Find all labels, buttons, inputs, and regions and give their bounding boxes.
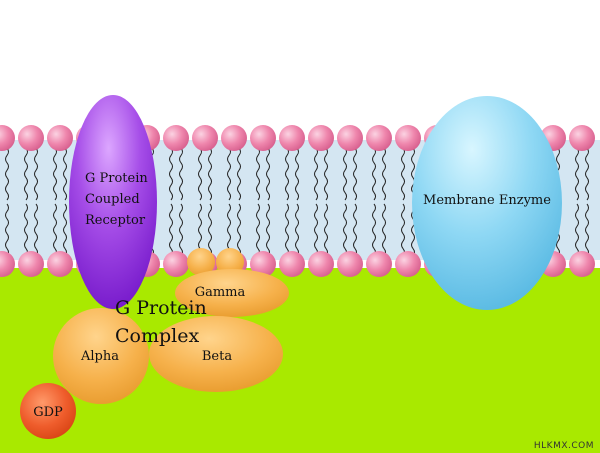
beta-label: Beta [202, 349, 232, 364]
lipid-tail-inner [314, 203, 318, 257]
lipid-tail-outer [585, 147, 589, 201]
phospholipid-head-outer [569, 125, 595, 151]
lipid-tail-inner [169, 203, 173, 257]
phospholipid-head-inner [279, 251, 305, 277]
phospholipid-head-outer [337, 125, 363, 151]
gamma-subunit [175, 269, 289, 317]
lipid-tail-inner [24, 203, 28, 257]
gdp-molecule [20, 383, 76, 439]
lipid-tail-outer [372, 147, 376, 201]
lipid-tail-inner [585, 203, 589, 257]
lipid-tail-inner [208, 203, 212, 257]
lipid-tail-inner [295, 203, 299, 257]
lipid-tail-outer [324, 147, 328, 201]
lipid-tail-outer [63, 147, 67, 201]
phospholipid-head-inner [18, 251, 44, 277]
lipid-tail-outer [53, 147, 57, 201]
lipid-tail-inner [575, 203, 579, 257]
alpha-label: Alpha [80, 349, 119, 364]
lipid-tail-outer [24, 147, 28, 201]
lipid-tail-outer [575, 147, 579, 201]
gamma-subunit-lobe-left [187, 248, 215, 276]
phospholipid-head-outer [279, 125, 305, 151]
phospholipid-head-inner [0, 251, 15, 277]
lipid-tail-outer [208, 147, 212, 201]
lipid-tail-outer [314, 147, 318, 201]
phospholipid-head-inner [366, 251, 392, 277]
phospholipid-head-outer [308, 125, 334, 151]
lipid-tail-outer [256, 147, 260, 201]
lipid-tail-inner [324, 203, 328, 257]
lipid-tail-outer [227, 147, 231, 201]
lipid-tail-inner [34, 203, 38, 257]
lipid-tail-inner [5, 203, 9, 257]
phospholipid-head-inner [47, 251, 73, 277]
lipid-tail-inner [382, 203, 386, 257]
lipid-tail-outer [237, 147, 241, 201]
phospholipid-head-outer [366, 125, 392, 151]
phospholipid-head-outer [221, 125, 247, 151]
gdp-label: GDP [33, 405, 63, 420]
phospholipid-head-inner [250, 251, 276, 277]
lipid-tail-outer [34, 147, 38, 201]
lipid-tail-inner [63, 203, 67, 257]
membrane-enzyme-label: Membrane Enzyme [423, 193, 551, 208]
lipid-tail-inner [353, 203, 357, 257]
phospholipid-head-outer [395, 125, 421, 151]
receptor-label-line3: Receptor [85, 213, 146, 228]
lipid-tail-outer [169, 147, 173, 201]
phospholipid-head-outer [47, 125, 73, 151]
g-protein-coupled-receptor [69, 95, 157, 309]
complex-label-line1: G Protein [115, 297, 207, 319]
lipid-tail-inner [266, 203, 270, 257]
gamma-label: Gamma [195, 285, 246, 300]
lipid-tail-inner [237, 203, 241, 257]
phospholipid-head-inner [395, 251, 421, 277]
phospholipid-head-inner [308, 251, 334, 277]
phospholipid-head-outer [250, 125, 276, 151]
lipid-tail-inner [285, 203, 289, 257]
lipid-tail-outer [266, 147, 270, 201]
lipid-tail-outer [343, 147, 347, 201]
phospholipid-head-outer [192, 125, 218, 151]
phospholipid-head-outer [0, 125, 15, 151]
receptor-label-line2: Coupled [85, 192, 140, 207]
lipid-tail-inner [198, 203, 202, 257]
lipid-tail-outer [198, 147, 202, 201]
lipid-tail-outer [295, 147, 299, 201]
lipid-tail-inner [227, 203, 231, 257]
beta-subunit [149, 316, 283, 392]
lipid-tail-outer [382, 147, 386, 201]
membrane-enzyme [412, 96, 562, 310]
lipid-tail-inner [401, 203, 405, 257]
lipid-tail-outer [179, 147, 183, 201]
phospholipid-head-inner [569, 251, 595, 277]
lipid-tail-inner [179, 203, 183, 257]
lipid-tail-inner [372, 203, 376, 257]
phospholipid-head-outer [18, 125, 44, 151]
watermark: HLKMX.COM [534, 441, 594, 451]
alpha-subunit [53, 308, 149, 404]
phospholipid-head-inner [337, 251, 363, 277]
lipid-tail-inner [343, 203, 347, 257]
lipid-tail-inner [53, 203, 57, 257]
lipid-tail-inner [256, 203, 260, 257]
lipid-tail-outer [353, 147, 357, 201]
receptor-label-line1: G Protein [85, 171, 148, 186]
phospholipid-head-inner [163, 251, 189, 277]
complex-label-line2: Complex [115, 325, 199, 347]
phospholipid-head-outer [163, 125, 189, 151]
lipid-tail-outer [5, 147, 9, 201]
lipid-tail-outer [285, 147, 289, 201]
lipid-tail-outer [401, 147, 405, 201]
gamma-subunit-lobe-right [216, 248, 244, 276]
